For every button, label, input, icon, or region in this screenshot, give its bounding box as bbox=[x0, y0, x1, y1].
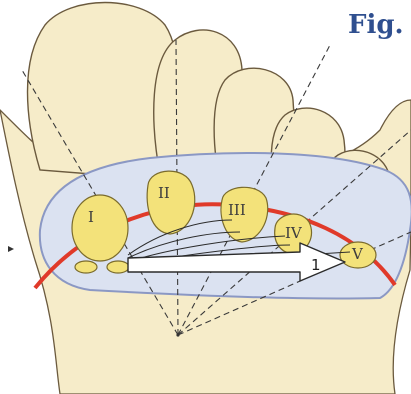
sesamoid-label-III: III bbox=[228, 201, 246, 219]
left-pointer-icon bbox=[8, 246, 14, 252]
sesamoid-I bbox=[72, 195, 128, 261]
axis-origin bbox=[176, 333, 179, 336]
arrow-label: 1 bbox=[311, 256, 321, 274]
sesamoid-label-V: V bbox=[351, 245, 364, 263]
sesamoid-label-IV: IV bbox=[285, 224, 303, 242]
small-sesamoid-1 bbox=[75, 261, 97, 273]
figure-title: Fig. bbox=[348, 10, 404, 40]
sesamoid-label-II: II bbox=[158, 184, 170, 202]
small-sesamoid-2 bbox=[107, 261, 129, 273]
sesamoid-label-I: I bbox=[88, 208, 94, 226]
